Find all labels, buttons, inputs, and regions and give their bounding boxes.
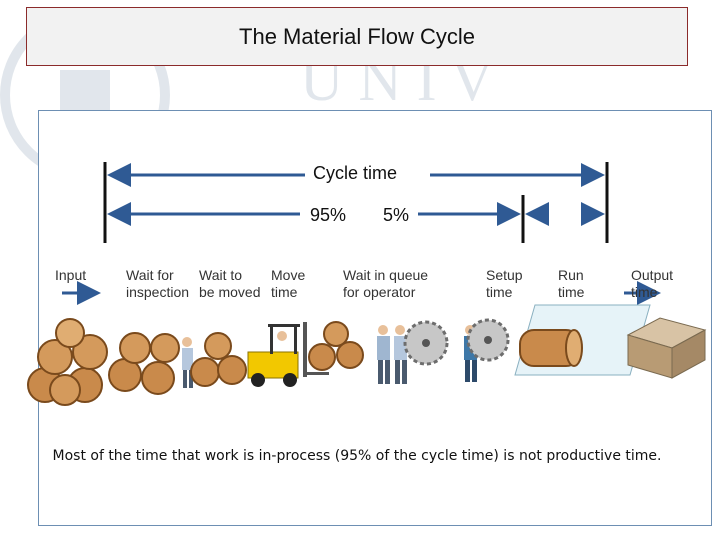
stage-wait-queue: Wait in queue for operator — [343, 267, 429, 300]
log-pile-move-icon — [308, 321, 364, 371]
conveyor-machine-icon — [514, 304, 651, 376]
pct-95-label: 95% — [310, 205, 347, 225]
inspector-worker-icon — [182, 337, 193, 388]
log-pile-waiting-icon — [190, 332, 247, 387]
forklift-icon — [247, 322, 329, 387]
stage-move: Move time — [271, 267, 306, 300]
saw-blade-run-icon — [466, 318, 510, 362]
pct-5-label: 5% — [383, 205, 410, 225]
stage-input: Input — [55, 267, 87, 283]
log-pile-input-icon — [27, 318, 108, 406]
stage-wait-inspection: Wait for inspection — [126, 267, 190, 300]
title-box: The Material Flow Cycle — [26, 7, 688, 66]
queue-workers-icon — [377, 325, 407, 384]
summary-caption: Most of the time that work is in-process… — [52, 448, 662, 464]
log-pile-inspection-icon — [108, 332, 180, 395]
cycle-time-label: Cycle time — [313, 163, 398, 183]
stage-run: Run time — [558, 267, 585, 300]
stage-output: Output time — [631, 267, 674, 300]
stage-wait-move: Wait to be moved — [199, 267, 261, 300]
saw-blade-setup-icon — [403, 320, 449, 366]
stage-setup: Setup time — [486, 267, 523, 300]
lumber-stack-output-icon — [626, 317, 707, 379]
page-title: The Material Flow Cycle — [239, 23, 475, 49]
